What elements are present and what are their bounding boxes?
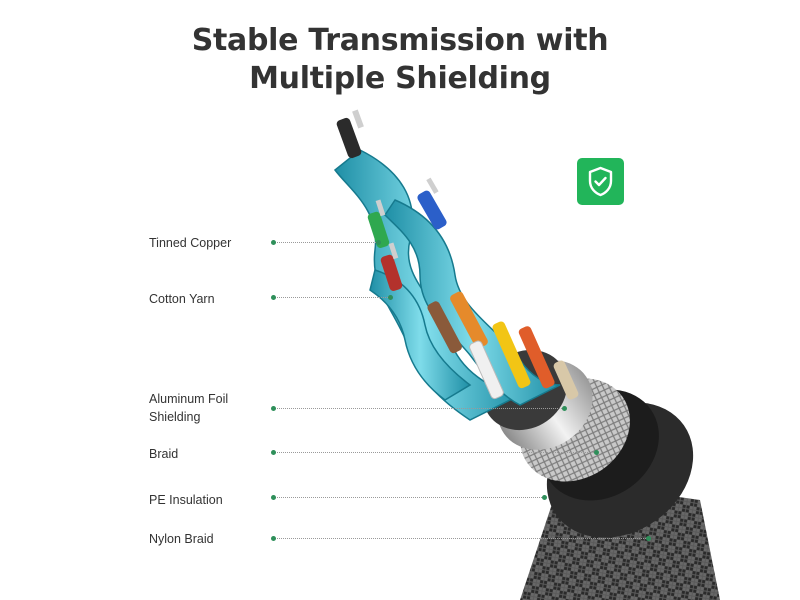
label-tinned-copper: Tinned Copper xyxy=(149,236,232,250)
title-line-1: Stable Transmission with xyxy=(191,23,609,58)
label-braid: Braid xyxy=(149,447,179,461)
label-cotton-yarn: Cotton Yarn xyxy=(149,292,215,306)
label-nylon-braid: Nylon Braid xyxy=(149,532,214,546)
leader-line-nylon-braid xyxy=(271,535,651,541)
leader-line-braid xyxy=(271,449,599,455)
label-aluminum-foil-shielding: Aluminum Foil Shielding xyxy=(149,390,228,426)
label-aluminum-foil-line-2: Shielding xyxy=(149,410,201,424)
label-pe-insulation: PE Insulation xyxy=(149,493,223,507)
shield-check-icon xyxy=(588,166,613,197)
leader-line-pe-insulation xyxy=(271,494,547,500)
colored-conductors xyxy=(336,109,579,400)
title-line-2: Multiple Shielding xyxy=(249,61,551,96)
shield-badge xyxy=(577,158,624,205)
page-title: Stable Transmission with Multiple Shield… xyxy=(0,22,800,98)
leader-line-tinned-copper xyxy=(271,239,381,245)
leader-line-cotton-yarn xyxy=(271,294,393,300)
label-aluminum-foil-line-1: Aluminum Foil xyxy=(149,392,229,406)
leader-line-aluminum-foil xyxy=(271,405,567,411)
